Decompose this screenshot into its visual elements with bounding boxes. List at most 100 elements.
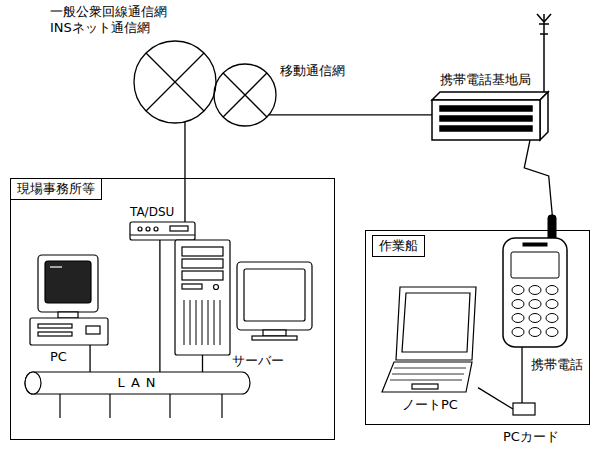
notebook-pc-illustration-part (402, 293, 470, 352)
node-label: ノートPC (402, 397, 458, 413)
pc-illustration-part (58, 312, 78, 318)
phone-keypad-part (546, 286, 558, 295)
cloud-outline (213, 63, 277, 127)
mobile-phone-illustration-part (548, 215, 556, 241)
pc-illustration-part (38, 332, 72, 336)
ta-dsu-device-part (130, 234, 195, 235)
network-cloud: 移動通信網 (213, 63, 277, 127)
phone-keypad-part (529, 314, 541, 323)
notebook-pc-illustration-part (390, 368, 466, 380)
lan-cable (25, 372, 250, 418)
node-label: PCカード (503, 429, 559, 445)
phone-keypad-part (529, 328, 541, 337)
pc-illustration-part (45, 261, 91, 303)
mobile-phone-illustration-part (523, 243, 547, 246)
pc-illustration (30, 255, 108, 345)
base-station-antenna-part (539, 23, 549, 25)
cloud-cross (223, 73, 267, 117)
pc-illustration-part (86, 326, 100, 334)
ta-dsu-device-part (138, 227, 142, 231)
connector-line (478, 388, 513, 409)
server-tower-part (182, 259, 223, 268)
base-station-antenna (537, 14, 551, 92)
pc-illustration-part (38, 324, 72, 328)
ta-dsu-device-part (170, 226, 188, 231)
connector-line (159, 240, 160, 372)
phone-keypad-part (546, 300, 558, 309)
base-station-building (432, 92, 548, 140)
phone-keypad-part (512, 286, 524, 295)
pc-illustration-part (38, 255, 98, 312)
connector-line (524, 140, 552, 215)
node-label: TA/DSU (130, 204, 174, 220)
server-monitor-part (252, 336, 297, 340)
base-station-building-part (432, 92, 548, 100)
phone-keypad-part (512, 328, 524, 337)
ta-dsu-device-part (154, 227, 158, 231)
server-tower-part (182, 247, 223, 256)
site-office-group: 現場事務所等 TA/DSU PC サーバー LAN (10, 178, 335, 440)
server-tower-part (182, 284, 202, 289)
work-boat-group: 作業船ノートPC携帯電話PCカード (365, 230, 590, 425)
base-station-building-part (440, 126, 532, 131)
ta-dsu-device-part (146, 227, 150, 231)
ta-dsu-device-part (130, 222, 195, 240)
server-tower (175, 240, 230, 355)
phone-keypad-part (529, 300, 541, 309)
base-station-building-part (440, 106, 532, 111)
cloud-circle (214, 64, 276, 126)
notebook-pc-illustration (382, 287, 476, 392)
notebook-pc-illustration-part (412, 384, 438, 389)
server-monitor-part (244, 269, 305, 321)
phone-keypad-part (512, 314, 524, 323)
server-monitor (237, 262, 312, 340)
pc-card-illustration (513, 403, 535, 415)
server: サーバー (175, 240, 230, 355)
lan-cable-part (60, 394, 222, 418)
phone-keypad (512, 286, 558, 337)
node-label: 現場事務所等 (10, 178, 102, 200)
connector-line (202, 355, 203, 372)
notebook-pc-illustration-part (382, 362, 472, 392)
network-cloud: 一般公衆回線通信網 INSネット通信網 (133, 40, 217, 124)
mobile-phone-illustration (503, 215, 567, 347)
notebook-pc-illustration-part (396, 287, 476, 360)
node-label: PC (50, 349, 67, 365)
connector-line (269, 114, 432, 115)
node-label: 作業船 (372, 235, 425, 257)
server-tower-part (184, 300, 220, 345)
lan-cable-part (25, 372, 250, 394)
node-label: 一般公衆回線通信網 INSネット通信網 (50, 4, 170, 36)
phone-keypad-part (529, 286, 541, 295)
pc-card: PCカード (513, 403, 535, 415)
cloud-outline (133, 40, 217, 124)
pc-illustration-part (30, 318, 108, 345)
ta-dsu-device (130, 222, 195, 240)
notebook-pc: ノートPC (380, 285, 478, 393)
node-label: 携帯電話基地局 (440, 72, 531, 88)
server-tower-part (182, 271, 223, 280)
connector-line (89, 345, 90, 372)
pc: PC (30, 255, 108, 345)
lan-cable-part (25, 372, 41, 394)
mobile-phone-illustration-part (511, 252, 559, 278)
connector-line (184, 122, 185, 222)
connectors (90, 115, 552, 409)
base-station-antenna-part (537, 14, 544, 22)
mobile-phone: 携帯電話 (503, 215, 567, 347)
lan-bus: LAN (25, 372, 250, 394)
phone-keypad-part (546, 328, 558, 337)
pc-card-illustration-part (513, 403, 535, 415)
server-tower-part (175, 240, 230, 355)
pc-illustration-part (50, 266, 62, 267)
phone-keypad-part (546, 314, 558, 323)
base-station-antenna-part (544, 14, 551, 22)
phone-keypad-part (512, 300, 524, 309)
server-tower-part (214, 285, 219, 290)
mobile-phone-illustration-part (503, 238, 567, 347)
base-station-building-part (440, 116, 532, 121)
base-station-antenna-part (543, 14, 545, 92)
ta-dsu: TA/DSU (130, 222, 195, 240)
